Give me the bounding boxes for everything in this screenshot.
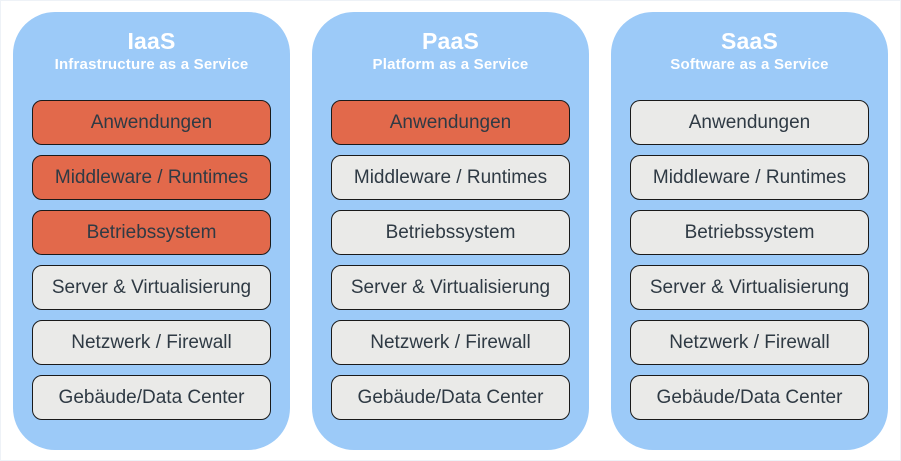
layer-label: Middleware / Runtimes (652, 166, 847, 188)
layer-label: Server & Virtualisierung (649, 276, 850, 298)
layer-label: Betriebssystem (86, 221, 217, 243)
layer-box-betriebssystem: Betriebssystem (32, 210, 271, 256)
layer-box-server-virtualisierung: Server & Virtualisierung (331, 265, 570, 311)
layer-label: Betriebssystem (385, 221, 516, 243)
saas-layer-stack: Anwendungen Middleware / Runtimes Betrie… (630, 100, 869, 421)
layer-box-middleware-runtimes: Middleware / Runtimes (331, 155, 570, 201)
layer-label: Gebäude/Data Center (357, 386, 544, 408)
layer-label: Middleware / Runtimes (54, 166, 249, 188)
saas-header: SaaS Software as a Service (630, 28, 869, 73)
layer-label: Server & Virtualisierung (51, 276, 252, 298)
paas-layer-stack: Anwendungen Middleware / Runtimes Betrie… (331, 100, 570, 421)
layer-label: Netzwerk / Firewall (370, 331, 531, 353)
layer-label: Anwendungen (688, 111, 811, 133)
layer-box-gebaeude-data-center: Gebäude/Data Center (331, 375, 570, 421)
layer-box-betriebssystem: Betriebssystem (630, 210, 869, 256)
layer-box-gebaeude-data-center: Gebäude/Data Center (630, 375, 869, 421)
layer-box-betriebssystem: Betriebssystem (331, 210, 570, 256)
layer-box-anwendungen: Anwendungen (630, 100, 869, 146)
layer-label: Middleware / Runtimes (353, 166, 548, 188)
saas-subtitle: Software as a Service (670, 56, 829, 74)
layer-box-gebaeude-data-center: Gebäude/Data Center (32, 375, 271, 421)
saas-title: SaaS (720, 28, 779, 54)
layer-label: Betriebssystem (684, 221, 815, 243)
layer-box-middleware-runtimes: Middleware / Runtimes (32, 155, 271, 201)
layer-box-server-virtualisierung: Server & Virtualisierung (630, 265, 869, 311)
iaas-subtitle: Infrastructure as a Service (54, 56, 249, 74)
layer-box-anwendungen: Anwendungen (32, 100, 271, 146)
column-saas: SaaS Software as a Service Anwendungen M… (611, 12, 888, 450)
layer-box-netzwerk-firewall: Netzwerk / Firewall (32, 320, 271, 366)
layer-box-netzwerk-firewall: Netzwerk / Firewall (630, 320, 869, 366)
layer-label: Netzwerk / Firewall (71, 331, 232, 353)
column-paas: PaaS Platform as a Service Anwendungen M… (312, 12, 589, 450)
column-iaas: IaaS Infrastructure as a Service Anwendu… (13, 12, 290, 450)
layer-box-anwendungen: Anwendungen (331, 100, 570, 146)
iaas-title: IaaS (127, 28, 176, 54)
layer-box-netzwerk-firewall: Netzwerk / Firewall (331, 320, 570, 366)
iaas-header: IaaS Infrastructure as a Service (32, 28, 271, 73)
layer-label: Gebäude/Data Center (656, 386, 843, 408)
layer-label: Anwendungen (90, 111, 213, 133)
layer-label: Server & Virtualisierung (350, 276, 551, 298)
paas-subtitle: Platform as a Service (372, 56, 529, 74)
paas-header: PaaS Platform as a Service (331, 28, 570, 73)
paas-title: PaaS (421, 28, 480, 54)
layer-label: Anwendungen (389, 111, 512, 133)
iaas-layer-stack: Anwendungen Middleware / Runtimes Betrie… (32, 100, 271, 421)
layer-box-middleware-runtimes: Middleware / Runtimes (630, 155, 869, 201)
layer-label: Gebäude/Data Center (58, 386, 245, 408)
layer-box-server-virtualisierung: Server & Virtualisierung (32, 265, 271, 311)
layer-label: Netzwerk / Firewall (669, 331, 830, 353)
